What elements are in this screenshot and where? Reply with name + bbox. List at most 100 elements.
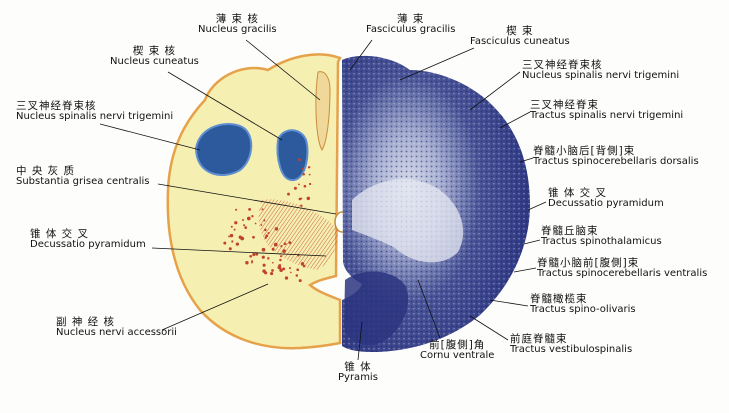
label-decussatio-left-la: Decussatio pyramidum <box>30 239 146 251</box>
label-substantia-grisea: 中 央 灰 质 Substantia grisea centralis <box>16 165 150 188</box>
leader-pyramis <box>357 321 363 361</box>
nerve-cell-dot <box>261 255 265 259</box>
nerve-cell-dot <box>223 241 227 245</box>
label-fasciculus-cuneatus: 楔 束 Fasciculus cuneatus <box>470 25 570 48</box>
label-spinocerebellaris-dorsalis: 脊髓小脑后[背側]束 Tractus spinocerebellaris dor… <box>533 145 699 168</box>
label-spinocerebellaris-dorsalis-la: Tractus spinocerebellaris dorsalis <box>533 156 699 168</box>
nerve-cell-dot <box>260 224 263 226</box>
nerve-cell-dot <box>279 255 283 258</box>
nerve-cell-dot <box>308 173 311 176</box>
label-nucleus-spinalis-right: 三叉神经脊束核 Nucleus spinalis nervi trigemini <box>522 59 680 82</box>
leader-spinocerebellaris-dorsalis <box>519 157 534 163</box>
right-grey-matter <box>352 179 464 263</box>
leader-nucleus-gracilis <box>245 39 321 101</box>
nerve-cell-dot <box>271 261 274 264</box>
label-fasciculus-gracilis: 薄 束 Fasciculus gracilis <box>366 13 456 36</box>
label-spino-olivaris-la: Tractus spino-olivaris <box>530 304 636 316</box>
nerve-cell-dot <box>230 225 233 228</box>
label-nucleus-gracilis-zh: 薄 束 核 <box>215 13 259 25</box>
nerve-cell-dot <box>248 207 252 211</box>
nerve-cell-dot <box>251 261 253 264</box>
nerve-cell-dot <box>252 253 256 257</box>
nerve-cell-dot <box>255 252 259 256</box>
nerve-cell-dot <box>282 267 286 271</box>
nerve-cell-dot <box>287 192 290 196</box>
label-nucleus-accessorii-la: Nucleus nervi accessorii <box>56 327 177 339</box>
label-nucleus-gracilis: 薄 束 核 Nucleus gracilis <box>198 13 277 36</box>
label-decussatio-right-la: Decussatio pyramidum <box>548 198 664 210</box>
left-half-section <box>166 53 342 350</box>
nerve-cell-dot <box>228 235 231 238</box>
nerve-cell-dot <box>306 196 311 201</box>
nerve-cell-dot <box>252 235 255 239</box>
label-substantia-grisea-la: Substantia grisea centralis <box>16 176 150 188</box>
label-vestibulospinalis: 前庭脊髓束 Tractus vestibulospinalis <box>510 333 633 356</box>
right-pyramis <box>344 271 409 346</box>
label-nucleus-cuneatus-zh: 楔 束 核 <box>132 45 177 57</box>
leader-nucleus-cuneatus <box>167 71 283 141</box>
label-vestibulospinalis-zh: 前庭脊髓束 <box>510 333 568 345</box>
leader-vestibulospinalis <box>469 315 509 341</box>
nerve-cell-dot <box>261 208 264 211</box>
nerve-cell-dot <box>235 208 238 211</box>
nerve-cell-dot <box>272 248 275 251</box>
accessory-nucleus-cells <box>223 158 312 283</box>
leader-spinocerebellaris-ventralis <box>513 267 537 273</box>
nerve-cell-dot <box>271 269 274 272</box>
nucleus-cuneatus-blob <box>276 129 309 182</box>
label-decussatio-right-zh: 锥 体 交 叉 <box>548 187 608 199</box>
nerve-cell-dot <box>283 242 287 246</box>
label-nucleus-accessorii: 副 神 经 核 Nucleus nervi accessorii <box>56 316 177 339</box>
nerve-cell-dot <box>298 158 301 162</box>
nerve-cell-dot <box>243 224 246 227</box>
leader-spino-olivaris <box>489 299 529 307</box>
nerve-cell-dot <box>279 268 283 272</box>
nerve-cell-dot <box>267 232 270 235</box>
nerve-cell-dot <box>273 242 278 247</box>
nerve-cell-dot <box>302 173 305 176</box>
leader-nucleus-spinalis-right <box>469 71 521 111</box>
nucleus-spinalis-left-blob <box>194 123 253 176</box>
label-decussatio-left: 锥 体 交 叉 Decussatio pyramidum <box>30 228 146 251</box>
nerve-cell-dot <box>246 216 251 221</box>
nerve-cell-dot <box>262 263 266 267</box>
nerve-cell-dot <box>254 222 257 225</box>
label-fasciculus-cuneatus-la: Fasciculus cuneatus <box>470 36 570 48</box>
nerve-cell-dot <box>298 183 300 186</box>
leader-cornu-ventrale <box>417 279 441 339</box>
label-fasciculus-gracilis-la: Fasciculus gracilis <box>366 24 456 36</box>
label-spinothalamicus-la: Tractus spinothalamicus <box>541 236 662 248</box>
nerve-cell-dot <box>267 257 270 260</box>
label-spinocerebellaris-ventralis: 脊髓小脑前[腹側]束 Tractus spinocerebellaris ven… <box>537 257 708 280</box>
nerve-cell-dot <box>280 245 283 248</box>
label-spino-olivaris-zh: 脊髓橄榄束 <box>530 293 588 305</box>
label-spinocerebellaris-dorsalis-zh: 脊髓小脑后[背側]束 <box>533 145 636 157</box>
nerve-cell-dot <box>249 254 253 258</box>
nerve-cell-dot <box>284 276 289 280</box>
nerve-cell-dot <box>238 235 242 239</box>
nerve-cell-dot <box>242 219 244 221</box>
label-vestibulospinalis-la: Tractus vestibulospinalis <box>510 344 633 356</box>
nerve-cell-dot <box>293 186 297 190</box>
nerve-cell-dot <box>300 204 303 207</box>
nerve-cell-dot <box>298 279 302 283</box>
leader-substantia-grisea <box>157 183 337 215</box>
label-spino-olivaris: 脊髓橄榄束 Tractus spino-olivaris <box>530 293 636 316</box>
label-spinocerebellaris-ventralis-la: Tractus spinocerebellaris ventralis <box>537 268 708 280</box>
label-nucleus-spinalis-left-la: Nucleus spinalis nervi trigemini <box>16 111 174 123</box>
label-substantia-grisea-zh: 中 央 灰 质 <box>16 165 76 177</box>
label-nucleus-spinalis-right-la: Nucleus spinalis nervi trigemini <box>522 70 680 82</box>
leader-decussatio-left <box>151 247 327 257</box>
nerve-cell-dot <box>265 234 269 238</box>
nerve-cell-dot <box>245 261 249 265</box>
nerve-cell-dot <box>295 274 299 277</box>
nerve-cell-dot <box>270 272 274 276</box>
label-pyramis-zh: 锥 体 <box>344 361 372 373</box>
nerve-cell-dot <box>277 265 282 270</box>
nerve-cell-dot <box>264 228 267 232</box>
leader-nucleus-spinalis-left <box>99 123 201 151</box>
nerve-cell-dot <box>251 260 254 263</box>
nerve-cell-dot <box>300 197 303 200</box>
nerve-cell-dot <box>264 271 268 275</box>
